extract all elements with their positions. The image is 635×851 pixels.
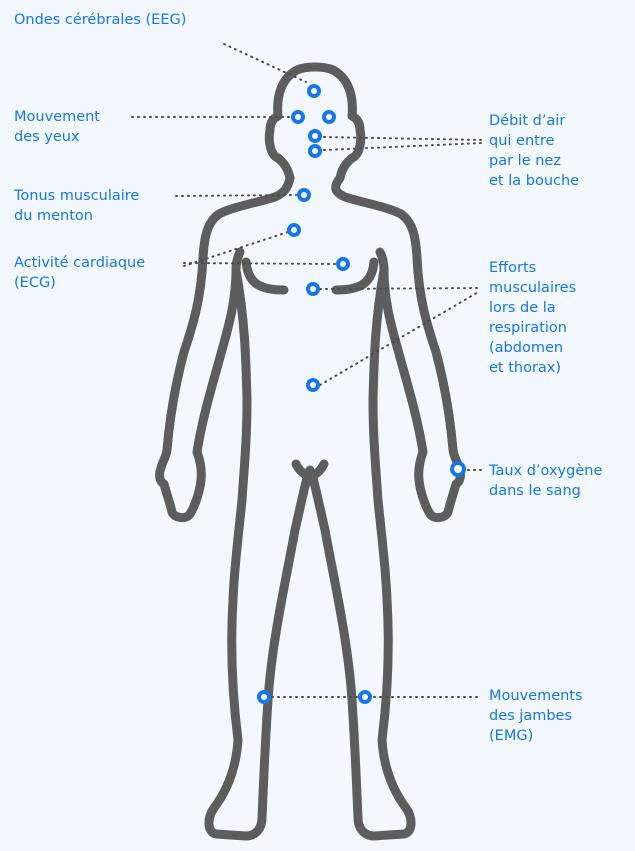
label-line: Activité cardiaque <box>14 253 145 273</box>
sensor-leg-right <box>360 692 370 702</box>
label-line: Efforts <box>489 258 576 278</box>
label-respiratory-effort: Efforts musculaires lors de la respirati… <box>489 258 576 378</box>
sensor-thorax <box>308 284 318 294</box>
label-line: par le nez <box>489 151 579 171</box>
label-airflow: Débit d’air qui entre par le nez et la b… <box>489 111 579 191</box>
head-outline <box>269 67 360 178</box>
label-line: et thorax) <box>489 358 576 378</box>
label-line: des jambes <box>489 706 583 726</box>
sensor-ecg-upper <box>289 225 299 235</box>
label-line: (EMG) <box>489 726 583 746</box>
sensor-leg-left <box>259 692 269 702</box>
label-line: qui entre <box>489 131 579 151</box>
sensor-abdomen <box>308 380 318 390</box>
label-line: Tonus musculaire <box>14 186 139 206</box>
label-line: Mouvement <box>14 107 100 127</box>
label-eeg: Ondes cérébrales (EEG) <box>14 10 186 30</box>
label-line: Mouvements <box>489 686 583 706</box>
sensor-nose <box>310 131 320 141</box>
sensor-eye-right <box>324 112 334 122</box>
body-outline <box>160 178 461 836</box>
effort-connector-upper <box>320 288 480 289</box>
label-line: (abdomen <box>489 338 576 358</box>
sensor-chin <box>299 190 309 200</box>
connector-lines <box>132 44 484 697</box>
sensor-ecg-lower <box>338 259 348 269</box>
label-line: Ondes cérébrales (EEG) <box>14 10 186 30</box>
sensor-eeg <box>309 86 319 96</box>
right-armpit-line <box>380 252 384 270</box>
label-leg-movements: Mouvements des jambes (EMG) <box>489 686 583 746</box>
left-chest-line <box>246 262 284 290</box>
label-line: musculaires <box>489 278 576 298</box>
label-eye-movement: Mouvement des yeux <box>14 107 100 147</box>
label-chin-muscle-tone: Tonus musculaire du menton <box>14 186 139 226</box>
label-line: (ECG) <box>14 273 145 293</box>
chin-connector <box>176 195 296 196</box>
label-line: dans le sang <box>489 481 602 501</box>
label-line: des yeux <box>14 127 100 147</box>
air-connector-lower <box>324 143 482 150</box>
label-line: et la bouche <box>489 171 579 191</box>
label-line: du menton <box>14 206 139 226</box>
label-line: Débit d’air <box>489 111 579 131</box>
left-armpit-line <box>236 252 240 270</box>
sensor-eye-left <box>293 112 303 122</box>
label-blood-oxygen: Taux d’oxygène dans le sang <box>489 461 602 501</box>
sensor-oxygen <box>452 463 464 475</box>
label-line: Taux d’oxygène <box>489 461 602 481</box>
label-cardiac-activity: Activité cardiaque (ECG) <box>14 253 145 293</box>
human-body-outline <box>160 67 461 836</box>
air-connector-upper <box>324 137 482 140</box>
label-line: lors de la <box>489 298 576 318</box>
label-line: respiration <box>489 318 576 338</box>
sensor-mouth <box>310 146 320 156</box>
